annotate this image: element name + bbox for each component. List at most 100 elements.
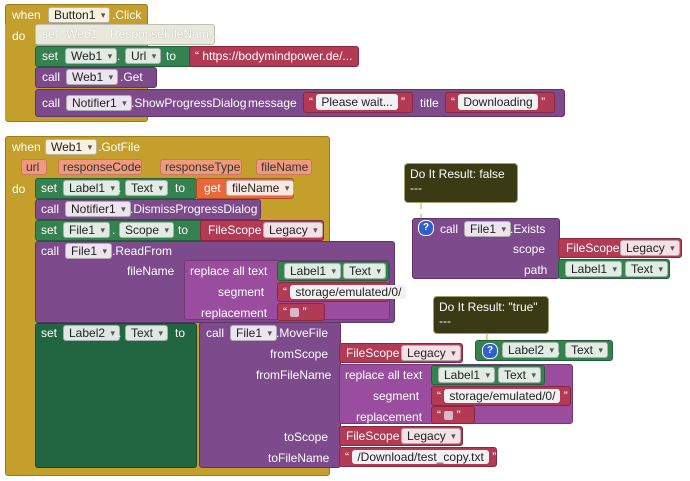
scope-property-dropdown[interactable]: Scope [119, 222, 175, 238]
set-keyword: set [41, 181, 58, 195]
set-keyword: set [41, 223, 58, 237]
param-responsecode-label: responseCode [63, 160, 142, 174]
set-label2-text-block[interactable] [35, 323, 197, 468]
label1-dropdown[interactable]: Label1 [438, 367, 496, 383]
get-keyword: get [204, 181, 221, 195]
set-keyword: set [41, 326, 58, 340]
dot-separator: . [118, 181, 122, 195]
url-text-block[interactable] [189, 46, 359, 67]
bubble-title: Do It Result: false [410, 167, 505, 181]
dot-separator: . [112, 223, 116, 237]
showprogressdialog-method: .ShowProgressDialog [131, 96, 247, 110]
web1-dropdown[interactable]: Web1 [65, 48, 118, 64]
replacement-empty-text-block[interactable] [277, 303, 325, 321]
url-property-dropdown[interactable]: Url [125, 48, 162, 64]
label1-dropdown[interactable]: Label1 [63, 180, 121, 196]
set-keyword: set [42, 27, 59, 41]
param-filename[interactable] [256, 159, 312, 175]
text-property-dropdown[interactable]: Text [625, 261, 669, 277]
bubble-title: Do It Result: "true" [439, 300, 538, 314]
do-it-result-true-bubble: Do It Result: "true" --- [433, 296, 549, 334]
filescope-helper: FileScope [346, 346, 400, 360]
file1-dropdown[interactable]: File1 [230, 325, 278, 341]
call-keyword: call [42, 96, 61, 110]
button1-click-event-body [5, 24, 35, 120]
notifier1-dropdown[interactable]: Notifier1 [66, 95, 132, 111]
dot-separator: . [118, 326, 122, 340]
do-keyword: do [12, 29, 26, 43]
set-keyword: set [42, 49, 59, 63]
toscope-arg-label: toScope [284, 430, 329, 444]
label2-dropdown[interactable]: Label2 [502, 342, 560, 358]
web1-dropdown[interactable]: Web1 [45, 139, 98, 155]
text-property-dropdown[interactable]: Text [125, 325, 169, 341]
file1-dropdown[interactable]: File1 [464, 221, 512, 237]
text-property-dropdown[interactable]: Text [498, 367, 542, 383]
movefile-method: .MoveFile [276, 326, 329, 340]
tofilename-text: “ /Download/test_copy.txt ” [345, 450, 497, 464]
when-keyword: when [12, 140, 41, 154]
replacement-empty-text: “ ” [437, 408, 461, 422]
param-url-label: url [26, 160, 40, 174]
do-keyword: do [12, 182, 26, 196]
url-text-value: “ https://bodymindpower.de/... [195, 49, 353, 63]
text-property-dropdown[interactable]: Text [565, 342, 609, 358]
bubble-connector [486, 334, 490, 340]
title-text: “ Downloading ” [451, 94, 546, 110]
when-keyword: when [12, 8, 41, 22]
file1-dropdown[interactable]: File1 [63, 222, 111, 238]
param-url[interactable] [21, 159, 47, 175]
button1-dropdown[interactable]: Button1 [48, 7, 111, 23]
call-keyword: call [206, 326, 225, 340]
dismissprogressdialog-method: .DismissProgressDialog [130, 202, 258, 216]
legacy-dropdown[interactable]: Legacy [401, 428, 461, 444]
to-keyword: to [175, 326, 186, 340]
param-responsetype[interactable] [160, 159, 242, 175]
text-property-dropdown[interactable]: Text [125, 180, 169, 196]
get-method: .Get [120, 70, 143, 84]
web1-dropdown[interactable]: Web1 [66, 69, 119, 85]
segment-arg-label: segment [373, 389, 420, 403]
filescope-helper: FileScope [208, 223, 262, 237]
segment-string[interactable]: storage/emulated/0/ [290, 285, 407, 299]
gotfile-event-name: .GotFile [98, 140, 141, 154]
to-keyword: to [166, 49, 177, 63]
file1-dropdown[interactable]: File1 [65, 243, 113, 259]
replace-all-text-label: replace all text [190, 264, 268, 278]
set-web1-responsefilename-block-disabled[interactable] [35, 24, 215, 45]
to-keyword: to [178, 223, 189, 237]
legacy-dropdown[interactable]: Legacy [401, 345, 461, 361]
fromfilename-arg-label: fromFileName [256, 368, 332, 382]
segment-arg-label: segment [218, 285, 265, 299]
replacement-arg-label: replacement [356, 410, 423, 424]
comment-icon[interactable]: ? [482, 343, 498, 359]
filename-variable-dropdown[interactable]: fileName [226, 180, 295, 196]
param-responsetype-label: responseType [165, 160, 241, 174]
call-file1-movefile-block[interactable] [199, 322, 341, 468]
comment-icon[interactable]: ? [418, 220, 434, 236]
to-keyword: to [175, 181, 186, 195]
param-filename-label: fileName [261, 160, 309, 174]
do-it-result-false-bubble: Do It Result: false --- [404, 163, 518, 203]
call-keyword: call [440, 222, 459, 236]
param-responsecode[interactable] [58, 159, 142, 175]
notifier1-dropdown[interactable]: Notifier1 [65, 201, 131, 217]
message-text: “ Please wait... ” [309, 94, 406, 110]
label2-dropdown[interactable]: Label2 [63, 325, 121, 341]
text-property-dropdown[interactable]: Text [343, 263, 387, 279]
fromscope-arg-label: fromScope [270, 347, 329, 361]
message-string[interactable]: Please wait... [316, 94, 398, 110]
click-event-name: .Click [112, 8, 142, 22]
segment-text: “ storage/emulated/0/ ” [437, 389, 568, 403]
dot-separator: . [618, 262, 622, 276]
tofilename-string[interactable]: /Download/test_copy.txt [352, 450, 489, 464]
exists-method: .Exists [510, 222, 546, 236]
segment-text: “ storage/emulated/0/ ” [283, 285, 414, 299]
path-arg-label: path [524, 263, 548, 277]
label1-dropdown[interactable]: Label1 [565, 261, 623, 277]
segment-string[interactable]: storage/emulated/0/ [444, 389, 561, 403]
label1-dropdown[interactable]: Label1 [284, 263, 342, 279]
legacy-dropdown[interactable]: Legacy [263, 222, 323, 238]
legacy-dropdown[interactable]: Legacy [620, 240, 680, 256]
title-string[interactable]: Downloading [458, 94, 538, 110]
